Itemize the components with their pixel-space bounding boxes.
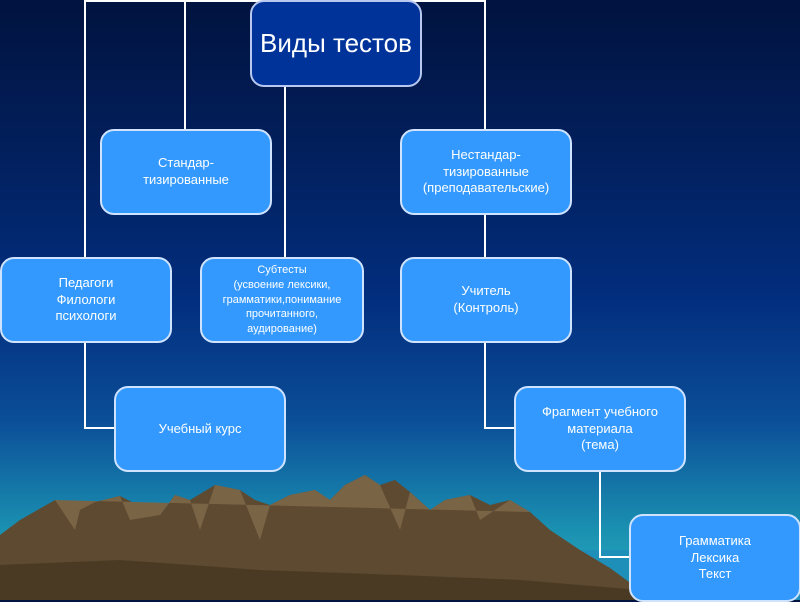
- connector: [599, 471, 601, 558]
- node-fragment: Фрагмент учебного материала (тема): [514, 386, 686, 472]
- connector: [484, 342, 486, 429]
- connector: [84, 0, 86, 257]
- connector: [484, 0, 486, 129]
- node-content: Грамматика Лексика Текст: [629, 514, 800, 602]
- connector: [599, 556, 629, 558]
- root-node-test-types: Виды тестов: [250, 0, 422, 87]
- node-nonstandardized: Нестандар- тизированные (преподавательск…: [400, 129, 572, 215]
- connector: [184, 0, 186, 129]
- connector: [284, 86, 286, 257]
- node-subtests: Субтесты (усвоение лексики, грамматики,п…: [200, 257, 364, 343]
- node-course: Учебный курс: [114, 386, 286, 472]
- node-teacher: Учитель (Контроль): [400, 257, 572, 343]
- node-authors: Педагоги Филологи психологи: [0, 257, 172, 343]
- node-standardized: Стандар- тизированные: [100, 129, 272, 215]
- connector: [84, 342, 86, 429]
- connector: [484, 214, 486, 257]
- connector: [84, 427, 114, 429]
- connector: [484, 427, 514, 429]
